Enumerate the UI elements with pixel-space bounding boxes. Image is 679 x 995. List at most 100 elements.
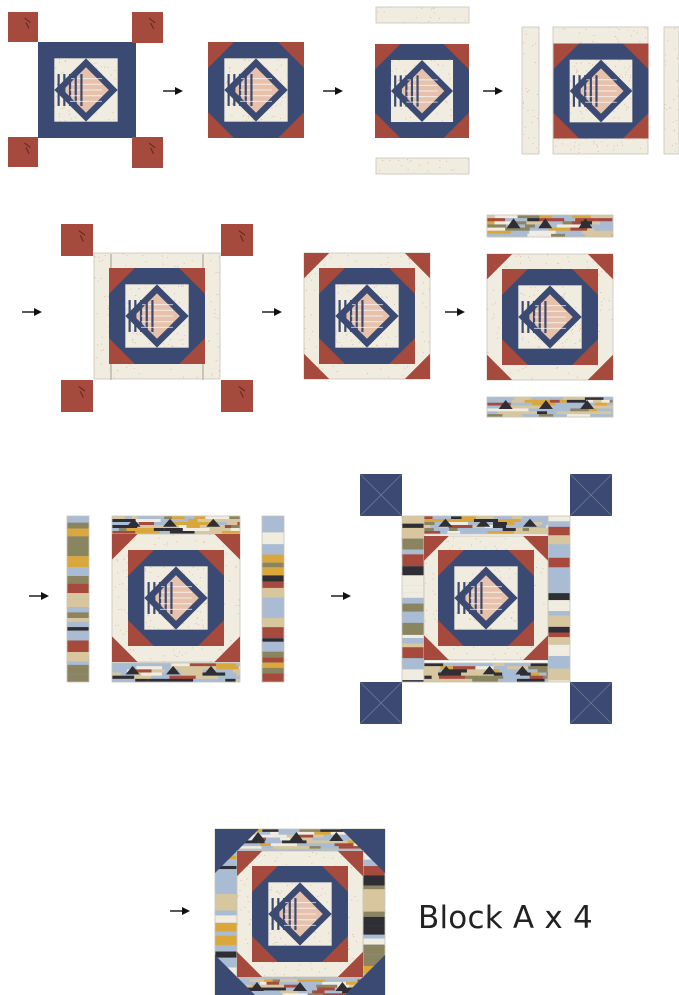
- speckle-dot: [177, 333, 178, 334]
- speckle-dot: [183, 325, 184, 326]
- arrow-right-icon: [323, 87, 343, 95]
- speckle-dot: [270, 924, 271, 925]
- speckle-dot: [64, 107, 65, 108]
- speckle-dot: [102, 337, 103, 338]
- speckle-dot: [428, 162, 429, 163]
- speckle-dot: [158, 537, 159, 538]
- speckle-dot: [628, 30, 629, 31]
- speckle-dot: [196, 584, 197, 585]
- step-6: [304, 253, 430, 379]
- speckle-dot: [576, 69, 577, 70]
- speckle-dot: [128, 303, 129, 304]
- speckle-dot: [176, 656, 177, 657]
- speckle-dot: [192, 574, 193, 575]
- speckle-dot: [495, 302, 496, 303]
- speckle-dot: [401, 109, 402, 110]
- speckle-dot: [333, 366, 334, 367]
- speckle-dot: [586, 70, 587, 71]
- speckle-dot: [398, 160, 399, 161]
- speckle-dot: [626, 109, 627, 110]
- speckle-dot: [248, 118, 249, 119]
- speckle-dot: [200, 612, 201, 613]
- speckle-dot: [244, 68, 245, 69]
- speckle-dot: [433, 614, 434, 615]
- speckle-dot: [214, 313, 215, 314]
- speckle-dot: [448, 74, 449, 75]
- speckle-dot: [203, 625, 204, 626]
- speckle-dot: [528, 257, 529, 258]
- speckle-dot: [223, 545, 224, 546]
- speckle-dot: [409, 258, 410, 259]
- speckle-dot: [124, 559, 125, 560]
- speckle-dot: [174, 293, 175, 294]
- rust-corner-square: [221, 380, 253, 412]
- speckle-dot: [145, 570, 146, 571]
- speckle-dot: [570, 80, 571, 81]
- speckle-dot: [466, 653, 467, 654]
- speckle-dot: [353, 936, 354, 937]
- speckle-dot: [539, 347, 540, 348]
- speckle-dot: [94, 358, 95, 359]
- speckle-dot: [619, 118, 620, 119]
- speckle-dot: [346, 335, 347, 336]
- speckle-dot: [281, 854, 282, 855]
- speckle-dot: [150, 605, 151, 606]
- speckle-dot: [677, 95, 678, 96]
- speckle-dot: [229, 67, 230, 68]
- speckle-dot: [633, 30, 634, 31]
- speckle-dot: [453, 537, 454, 538]
- speckle-dot: [341, 856, 342, 857]
- speckle-dot: [520, 658, 521, 659]
- speckle-dot: [562, 287, 563, 288]
- speckle-dot: [347, 291, 348, 292]
- striped-strip-bottom: [237, 979, 363, 995]
- speckle-dot: [534, 295, 535, 296]
- speckle-dot: [262, 966, 263, 967]
- speckle-dot: [607, 145, 608, 146]
- striped-strip-left: [67, 516, 89, 682]
- speckle-dot: [167, 257, 168, 258]
- speckle-dot: [240, 890, 241, 891]
- speckle-dot: [391, 6, 392, 7]
- speckle-dot: [146, 622, 147, 623]
- speckle-dot: [362, 346, 363, 347]
- speckle-dot: [95, 63, 96, 64]
- speckle-dot: [542, 568, 543, 569]
- speckle-dot: [557, 263, 558, 264]
- speckle-dot: [630, 98, 631, 99]
- speckle-dot: [136, 334, 137, 335]
- speckle-dot: [311, 863, 312, 864]
- speckle-dot: [275, 973, 276, 974]
- speckle-dot: [59, 116, 60, 117]
- speckle-dot: [431, 9, 432, 10]
- speckle-dot: [617, 39, 618, 40]
- speckle-dot: [408, 169, 409, 170]
- speckle-dot: [362, 881, 363, 882]
- speckle-dot: [322, 888, 323, 889]
- speckle-dot: [498, 571, 499, 572]
- speckle-dot: [569, 261, 570, 262]
- speckle-dot: [241, 909, 242, 910]
- speckle-dot: [595, 60, 596, 61]
- speckle-dot: [579, 330, 580, 331]
- speckle-dot: [531, 378, 532, 379]
- speckle-dot: [247, 897, 248, 898]
- speckle-dot: [278, 891, 279, 892]
- speckle-dot: [174, 266, 175, 267]
- speckle-dot: [349, 963, 350, 964]
- speckle-dot: [611, 319, 612, 320]
- speckle-dot: [132, 333, 133, 334]
- speckle-dot: [68, 110, 69, 111]
- speckle-dot: [593, 261, 594, 262]
- speckle-dot: [112, 112, 113, 113]
- speckle-dot: [258, 120, 259, 121]
- speckle-dot: [276, 901, 277, 902]
- speckle-dot: [316, 346, 317, 347]
- speckle-dot: [216, 272, 217, 273]
- speckle-dot: [448, 541, 449, 542]
- speckle-dot: [618, 41, 619, 42]
- speckle-dot: [276, 857, 277, 858]
- speckle-dot: [310, 963, 311, 964]
- speckle-dot: [388, 262, 389, 263]
- speckle-dot: [574, 146, 575, 147]
